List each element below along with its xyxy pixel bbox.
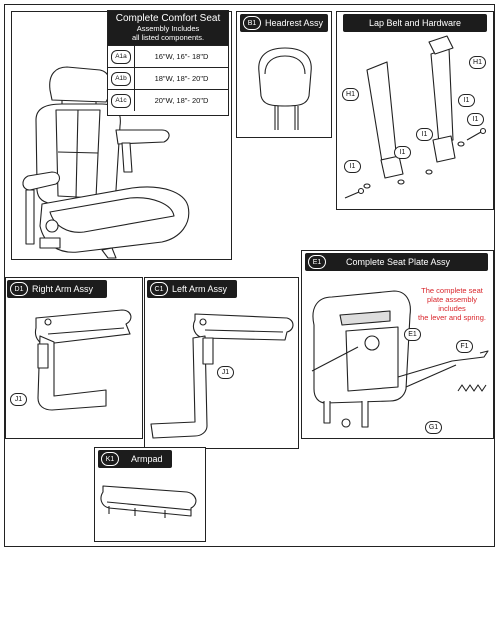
- headrest-panel: [236, 11, 332, 138]
- seat-plate-title: Complete Seat Plate Assy: [346, 257, 451, 267]
- left-arm-code: C1: [150, 282, 168, 296]
- armpad-title: Armpad: [131, 454, 163, 464]
- headrest-drawing: [258, 47, 312, 130]
- seat-table-row: A1c 20"W, 18"- 20"D: [108, 89, 228, 111]
- lap-belt-panel: [336, 11, 494, 210]
- seat-plate-callout-f1: F1: [456, 340, 473, 353]
- lap-belt-callout-i1: I1: [344, 160, 361, 173]
- seat-table-title: Complete Comfort Seat: [115, 13, 221, 24]
- lap-belt-callout-h1: H1: [469, 56, 486, 69]
- headrest-label: B1 Headrest Assy: [240, 14, 328, 32]
- right-arm-title: Right Arm Assy: [32, 284, 94, 294]
- right-arm-callout-j1: J1: [10, 393, 27, 406]
- left-arm-title: Left Arm Assy: [172, 284, 228, 294]
- lap-belt-title: Lap Belt and Hardware: [368, 18, 462, 28]
- left-arm-callout-j1: J1: [217, 366, 234, 379]
- seat-code-badge: A1a: [111, 49, 131, 64]
- lap-belt-callout-h1: H1: [342, 88, 359, 101]
- seat-plate-code: E1: [308, 255, 326, 269]
- armpad-code: K1: [101, 452, 119, 466]
- seat-size-text: 20"W, 18"- 20"D: [154, 96, 209, 105]
- left-arm-drawing: [150, 313, 294, 439]
- left-arm-label: C1 Left Arm Assy: [147, 280, 237, 298]
- seat-plate-callout-e1: E1: [404, 328, 421, 341]
- lap-belt-callout-i1: I1: [416, 128, 433, 141]
- armpad-drawing: [100, 485, 197, 518]
- headrest-title: Headrest Assy: [265, 18, 324, 28]
- right-arm-panel: [5, 277, 143, 439]
- lap-belt-drawing: [344, 35, 487, 199]
- seat-code-badge: A1c: [111, 93, 131, 108]
- armpad-label: K1 Armpad: [98, 450, 172, 468]
- lap-belt-callout-i1: I1: [458, 94, 475, 107]
- parts-diagram-frame: [4, 4, 495, 547]
- comfort-seat-size-table: Complete Comfort Seat Assembly Includes …: [107, 10, 229, 116]
- seat-size-text: 16"W, 16"- 18"D: [154, 52, 209, 61]
- seat-size-text: 18"W, 18"- 20"D: [154, 74, 209, 83]
- seat-table-subtitle-1: Assembly Includes: [136, 24, 200, 33]
- seat-plate-note: The complete seat plate assembly include…: [418, 286, 486, 322]
- seat-table-header: Complete Comfort Seat Assembly Includes …: [108, 11, 228, 45]
- seat-table-row: A1b 18"W, 18"- 20"D: [108, 67, 228, 89]
- comfort-seat-drawing: [22, 66, 190, 259]
- left-arm-panel: [144, 277, 299, 449]
- right-arm-drawing: [34, 309, 132, 411]
- seat-table-subtitle-2: all listed components.: [131, 33, 205, 42]
- seat-table-row: A1a 16"W, 16"- 18"D: [108, 45, 228, 67]
- seat-plate-drawing: [311, 290, 489, 428]
- comfort-seat-panel: [11, 11, 232, 260]
- right-arm-label: D1 Right Arm Assy: [7, 280, 107, 298]
- seat-plate-label: E1 Complete Seat Plate Assy: [305, 253, 488, 271]
- seat-code-badge: A1b: [111, 71, 131, 86]
- headrest-code: B1: [243, 16, 261, 30]
- right-arm-code: D1: [10, 282, 28, 296]
- seat-plate-callout-g1: G1: [425, 421, 442, 434]
- lap-belt-callout-i1: I1: [394, 146, 411, 159]
- lap-belt-callout-i1: I1: [467, 113, 484, 126]
- lap-belt-label: Lap Belt and Hardware: [343, 14, 487, 32]
